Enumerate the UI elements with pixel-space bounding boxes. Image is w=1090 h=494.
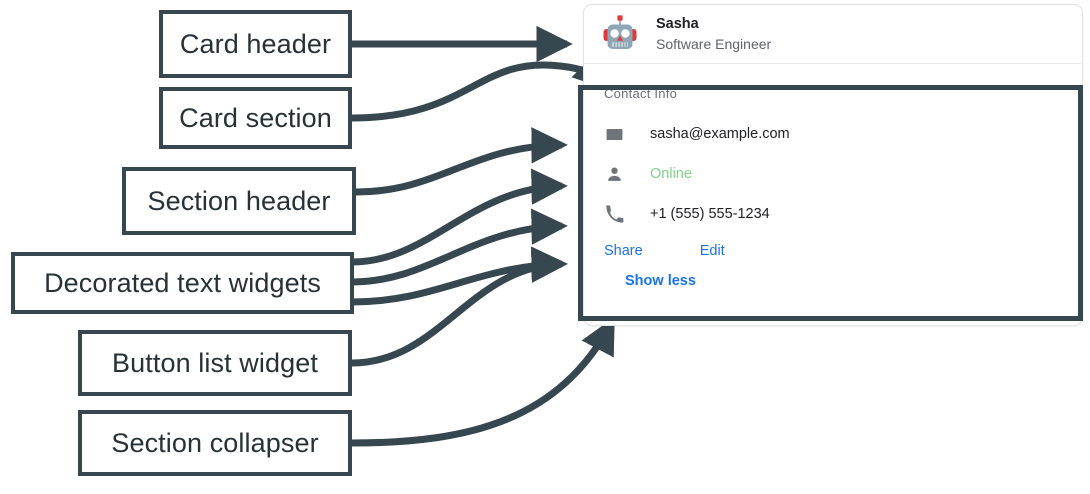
arrow-section-collapser	[351, 316, 616, 447]
row-phone: +1 (555) 555-1234	[604, 203, 1082, 225]
card-header: Sasha Software Engineer	[584, 5, 1082, 63]
section-header: Contact Info	[604, 86, 678, 101]
callout-card-section: Card section	[159, 87, 352, 149]
callout-label: Section collapser	[111, 427, 319, 458]
status-value: Online	[650, 166, 692, 182]
profile-card: Sasha Software Engineer Contact Info sas…	[583, 4, 1083, 326]
callout-decorated-text-widgets: Decorated text widgets	[11, 252, 354, 314]
phone-value: +1 (555) 555-1234	[650, 206, 770, 222]
callout-label: Card section	[179, 102, 332, 133]
row-email: sasha@example.com	[604, 123, 1082, 145]
arrow-section-header	[355, 127, 568, 196]
card-header-text: Sasha Software Engineer	[656, 16, 771, 53]
phone-icon	[604, 204, 624, 224]
arrow-decorated-1	[351, 168, 568, 266]
card-subtitle: Software Engineer	[656, 36, 772, 53]
card-divider	[584, 63, 1082, 64]
email-icon	[604, 124, 624, 144]
arrow-button-list	[351, 246, 568, 367]
email-value: sasha@example.com	[650, 126, 790, 142]
row-status: Online	[604, 163, 1082, 185]
card-title: Sasha	[656, 15, 699, 32]
edit-button[interactable]: Edit	[699, 243, 725, 259]
callout-label: Card header	[179, 28, 332, 59]
section-collapser-button[interactable]: Show less	[625, 273, 696, 289]
button-list-widget: Share Edit	[604, 243, 1082, 259]
robot-avatar-icon	[598, 12, 642, 56]
callout-label: Button list widget	[112, 347, 318, 378]
callout-label: Section header	[147, 185, 331, 216]
person-icon	[604, 164, 624, 184]
share-button[interactable]: Share	[604, 243, 643, 259]
card-section: Contact Info sasha@example.com Online	[584, 64, 1082, 290]
arrow-card-section	[351, 51, 611, 122]
callout-label: Decorated text widgets	[44, 267, 321, 298]
arrow-decorated-2	[351, 208, 568, 286]
callout-card-header: Card header	[159, 10, 352, 78]
callout-section-header: Section header	[122, 167, 356, 235]
callout-button-list-widget: Button list widget	[78, 330, 352, 396]
callout-section-collapser: Section collapser	[78, 410, 352, 476]
